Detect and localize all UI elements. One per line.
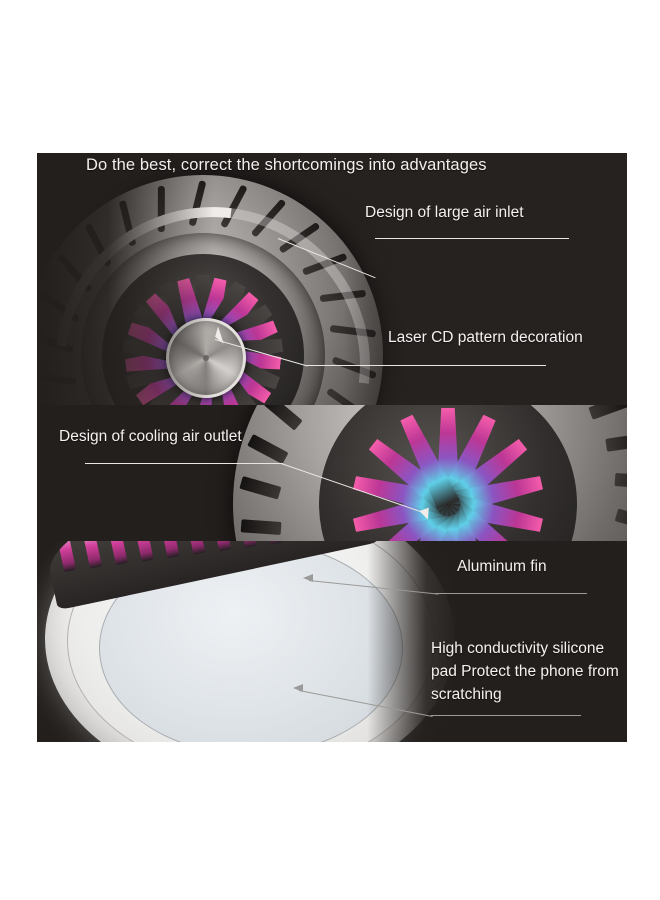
infographic-section-middle: Design of cooling air outlet <box>37 405 627 541</box>
laser-cd-hub <box>166 318 246 398</box>
fan-assembly-angled-illustration <box>233 405 627 541</box>
callout-label-air-inlet: Design of large air inlet <box>365 204 524 221</box>
leader-line-laser-cd <box>306 365 546 367</box>
fin-slot <box>159 541 180 559</box>
cooling-outlet-tooth <box>247 433 289 465</box>
leader-line-air-inlet <box>375 238 569 240</box>
fin-slot <box>185 541 206 555</box>
fin-slot <box>56 541 77 573</box>
cooling-outlet-tooth <box>605 433 627 452</box>
callout-label-aluminum-fin: Aluminum fin <box>457 558 547 575</box>
fin-slot <box>211 541 232 552</box>
arrowhead-aluminum-fin <box>303 574 313 582</box>
infographic-section-top: Do the best, correct the shortcomings in… <box>37 153 627 405</box>
callout-label-air-outlet: Design of cooling air outlet <box>59 428 242 445</box>
arrowhead-silicone-pad <box>293 684 303 692</box>
leader-line-aluminum-fin <box>435 593 587 595</box>
infographic-section-bottom: Aluminum fin High conductivity silicone … <box>37 541 627 742</box>
page-title: Do the best, correct the shortcomings in… <box>86 156 487 174</box>
fin-slot <box>262 541 283 545</box>
callout-label-laser-cd: Laser CD pattern decoration <box>388 329 583 346</box>
cooling-outlet-tooth <box>239 476 282 500</box>
fin-slot <box>133 541 154 562</box>
cooling-outlet-tooth <box>240 519 282 536</box>
product-infographic-panel: Do the best, correct the shortcomings in… <box>37 153 627 742</box>
callout-label-silicone-pad: High conductivity silicone pad Protect t… <box>431 640 619 703</box>
fan-bowl-angled <box>319 405 577 541</box>
leader-line-silicone-pad <box>431 715 581 717</box>
fan-assembly-front-illustration <box>37 153 435 405</box>
fin-slot <box>236 541 258 549</box>
cooling-outlet-tooth <box>614 508 627 532</box>
leader-line-air-outlet <box>85 463 283 465</box>
cooling-outlet-tooth <box>588 405 627 420</box>
cooling-outlet-tooth <box>263 405 303 431</box>
cooling-outlet-tooth <box>614 472 627 489</box>
fin-slot <box>81 541 102 569</box>
fin-slot <box>107 541 128 566</box>
